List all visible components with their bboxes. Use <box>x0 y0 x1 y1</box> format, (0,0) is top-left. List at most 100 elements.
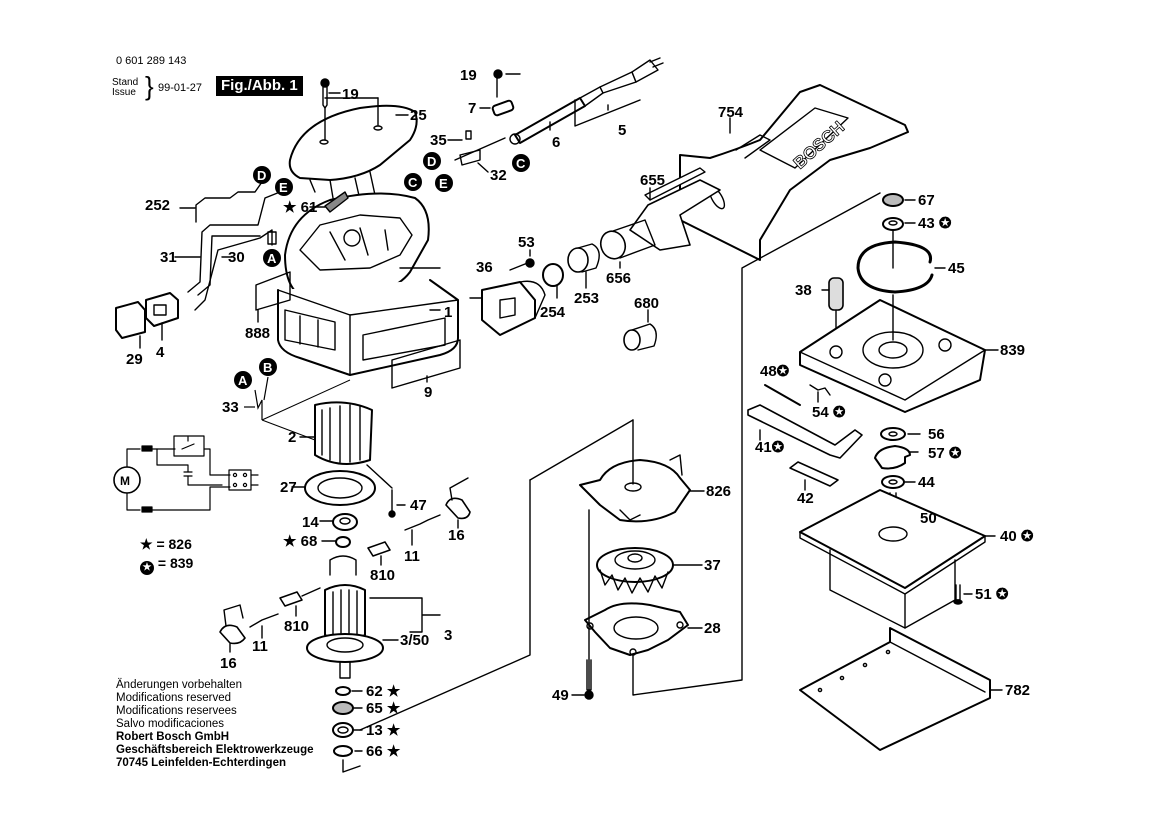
company-address: 70745 Leinfelden-Echterdingen <box>116 757 286 769</box>
part-label-19b: 19 <box>460 67 477 84</box>
note-line: Salvo modificaciones <box>116 718 225 730</box>
part-spring-54 <box>809 384 831 396</box>
svg-text:C: C <box>516 156 526 171</box>
part-label-43: 43 ✪ <box>918 215 952 232</box>
brace-icon: } <box>145 71 154 101</box>
part-label-40: 40 ✪ <box>1000 528 1034 545</box>
part-eccentric-57 <box>874 445 919 470</box>
connector-marker-e: E <box>275 178 293 196</box>
svg-text:A: A <box>238 373 248 388</box>
part-label-680: 680 <box>634 295 659 312</box>
company-division: Geschäftsbereich Elektrowerkzeuge <box>116 744 314 756</box>
part-sanding-pad <box>799 489 996 629</box>
part-seal-67 <box>882 193 916 207</box>
part-label-810a: 810 <box>370 567 395 584</box>
part-label-61: ★ 61 <box>283 199 317 216</box>
part-label-51: 51 ✪ <box>975 586 1009 603</box>
figure-label: Fig./Abb. 1 <box>216 76 303 96</box>
part-label-3: 3 <box>444 627 452 644</box>
part-switch <box>145 292 179 341</box>
part-housing <box>284 192 430 299</box>
svg-text:B: B <box>263 360 272 375</box>
part-gasket <box>542 263 564 287</box>
part-screw-49 <box>571 509 594 700</box>
part-rating-plate <box>391 339 461 389</box>
part-screw-47 <box>388 489 406 518</box>
svg-text:D: D <box>427 154 436 169</box>
part-label-36: 36 <box>476 259 493 276</box>
circled-star-icon: ★ <box>140 561 154 575</box>
svg-text:E: E <box>279 180 288 195</box>
part-680 <box>623 309 657 351</box>
part-label-656: 656 <box>606 270 631 287</box>
legend-star-value: = 826 <box>156 536 192 552</box>
part-label-11b: 11 <box>252 638 268 655</box>
part-label-9: 9 <box>424 384 432 401</box>
part-fan-housing <box>579 419 705 523</box>
part-label-66: 66 ★ <box>366 743 401 760</box>
part-label-68: ★ 68 <box>283 533 317 550</box>
part-label-65: 65 ★ <box>366 700 401 717</box>
part-carbon-brush <box>367 541 391 566</box>
part-label-350: 3/50 <box>400 632 429 649</box>
part-gasket-28 <box>584 602 703 656</box>
svg-text:D: D <box>257 168 266 183</box>
part-label-888: 888 <box>245 325 270 342</box>
connector-marker-a: A <box>263 249 281 267</box>
part-label-27: 27 <box>280 479 297 496</box>
part-bearing-43 <box>882 217 916 231</box>
legend-circled-star-839: ★ = 839 <box>140 554 193 575</box>
part-label-655: 655 <box>640 172 665 189</box>
star-icon: ★ <box>140 536 153 552</box>
part-exhaust-flange <box>469 280 546 336</box>
part-label-16a: 16 <box>448 527 465 544</box>
part-label-28: 28 <box>704 620 721 637</box>
stand-issue-label: Stand Issue <box>112 78 138 98</box>
motor-symbol: M <box>120 474 130 488</box>
part-carbon-brush-left <box>279 591 303 617</box>
part-sleeve <box>567 243 600 289</box>
part-label-254: 254 <box>540 304 566 321</box>
connector-marker-b: B <box>259 358 277 376</box>
part-retaining-ring <box>856 229 946 294</box>
connector-marker-d: D <box>253 166 271 184</box>
note-line: Änderungen vorbehalten <box>116 679 242 691</box>
part-label-25: 25 <box>410 107 427 124</box>
part-brush-holder <box>445 477 471 529</box>
legend-circled-star-value: = 839 <box>157 555 194 571</box>
issue-label: Issue <box>112 87 136 98</box>
part-label-31: 31 <box>160 249 177 266</box>
part-label-4: 4 <box>156 344 165 361</box>
document-number: 0 601 289 143 <box>116 55 187 67</box>
part-screw <box>320 78 330 141</box>
part-washer-56 <box>880 427 921 441</box>
stand-label: Stand <box>112 77 139 88</box>
part-power-cord <box>454 57 664 161</box>
issue-date: 99-01-27 <box>158 82 203 94</box>
part-label-plate <box>255 271 291 311</box>
part-label-57: 57 ✪ <box>928 445 962 462</box>
part-label-48: 48✪ <box>760 363 790 380</box>
connector-marker-c: C <box>404 173 422 191</box>
part-dust-tray-782 <box>799 627 1003 751</box>
part-spring <box>404 514 441 531</box>
part-ring-66 <box>333 745 353 757</box>
part-clamp-41 <box>747 404 863 459</box>
part-screw-51 <box>953 584 973 605</box>
part-label-45: 45 <box>948 260 965 277</box>
company-name: Robert Bosch GmbH <box>116 731 230 743</box>
part-label-56: 56 <box>928 426 945 443</box>
connector-marker-a: A <box>234 371 252 389</box>
part-label-41: 41✪ <box>755 439 785 456</box>
part-bearing-62 <box>335 686 351 696</box>
part-label-38: 38 <box>795 282 812 299</box>
part-armature <box>306 555 441 679</box>
part-housing-base <box>277 279 459 376</box>
part-label-839: 839 <box>1000 342 1025 359</box>
part-label-37: 37 <box>704 557 721 574</box>
part-fan <box>596 547 703 594</box>
part-screw-53 <box>509 249 535 271</box>
part-fan-65 <box>332 701 354 715</box>
part-label-29: 29 <box>126 351 143 368</box>
part-strip-42 <box>789 461 839 491</box>
